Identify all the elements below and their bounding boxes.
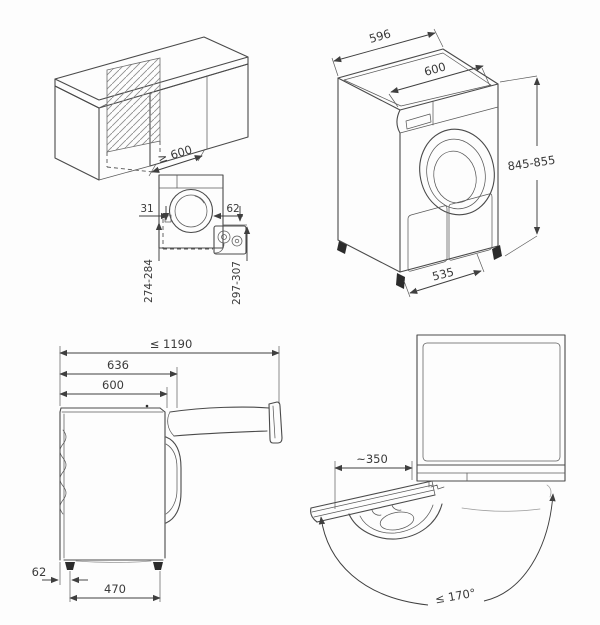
top-view-body	[416, 334, 566, 466]
dim-rear-left-height: 274-284	[143, 259, 155, 303]
open-door-side	[169, 406, 270, 413]
rear-drum-inner	[174, 194, 208, 228]
dim-iso-front-width: 535	[431, 265, 456, 284]
rear-hoses	[59, 429, 67, 515]
top-door-swing-view: ~350 ≤ 170°	[310, 334, 566, 607]
foot-front-right	[492, 245, 502, 260]
open-door-panel	[268, 401, 283, 444]
niche-hatched-wall	[106, 57, 161, 153]
rear-water-connection-icon	[217, 230, 231, 244]
dim-niche-min-width: ≥ 600	[156, 142, 194, 166]
dim-iso-width: 596	[367, 26, 392, 46]
door-ring-outer	[419, 128, 495, 216]
rear-drum-outer	[168, 188, 214, 234]
dim-iso-height: 845-855	[507, 153, 557, 174]
dim-iso-top-width: 600	[422, 59, 447, 79]
dim-top-door-projection: ~350	[356, 452, 388, 466]
dim-side-foot-spacing: 470	[104, 582, 126, 596]
dim-rear-left-offset: 31	[140, 203, 153, 215]
foot-front-left	[396, 273, 405, 289]
display-panel	[405, 113, 432, 130]
side-foot-rear	[65, 562, 75, 570]
foot-back-left	[337, 241, 347, 254]
niche-cabinet-view: ≥ 600	[54, 36, 249, 181]
dim-side-rear-foot: 62	[32, 565, 47, 579]
rear-connections-view: 31 62 274-284 297-307	[139, 174, 251, 305]
side-open-door-view: ≤ 1190 636 600 62	[32, 337, 283, 602]
rear-drain-connection-icon	[231, 235, 243, 247]
dim-top-door-angle: ≤ 170°	[434, 586, 477, 607]
rear-connection-box	[213, 225, 247, 255]
dim-side-depth-body: 600	[102, 378, 124, 392]
dim-rear-right-offset: 62	[226, 203, 239, 215]
side-foot-front	[153, 562, 163, 570]
open-door-top	[310, 480, 445, 540]
dim-side-max-depth: ≤ 1190	[150, 337, 193, 351]
dim-side-depth-hinge: 636	[107, 358, 129, 372]
dim-rear-right-height: 297-307	[231, 261, 243, 305]
front-isometric-view: 596 600 845-855 535	[331, 26, 557, 298]
